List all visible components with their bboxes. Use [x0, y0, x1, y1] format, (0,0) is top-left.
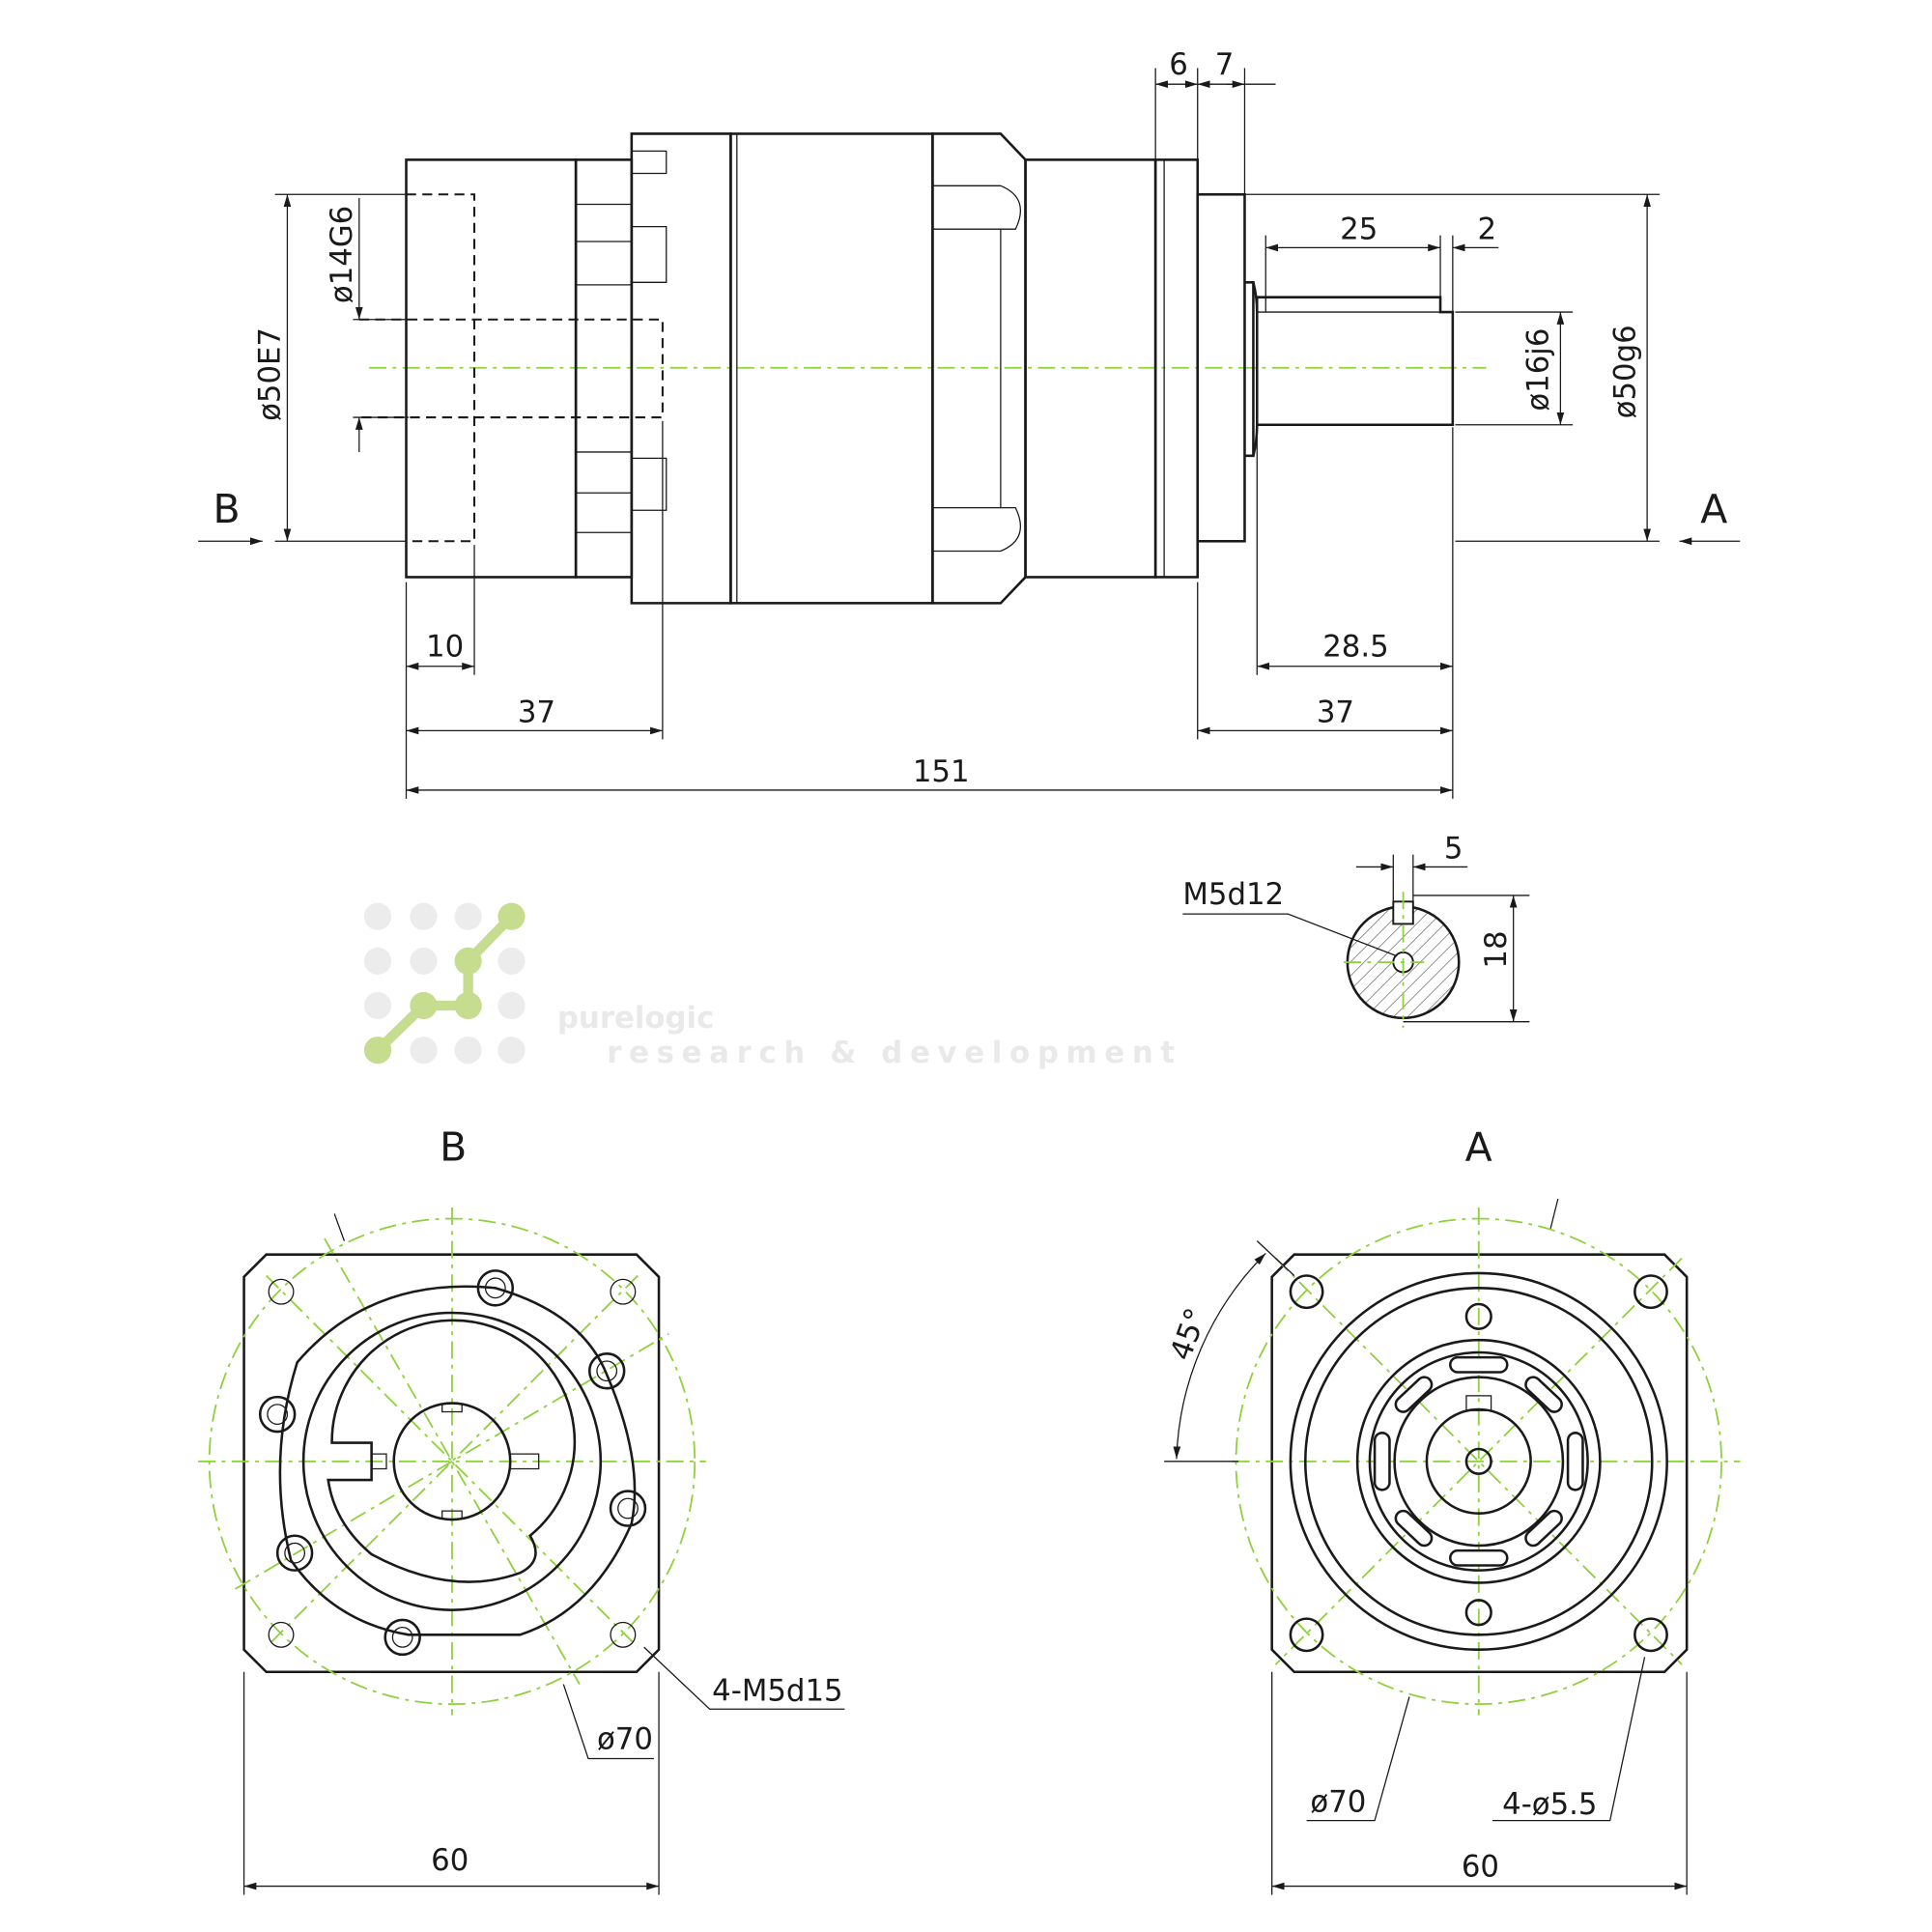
watermark-logo: purelogic research & development [363, 902, 1182, 1070]
dim-shaft: ø16j6 [1521, 328, 1556, 412]
dim-pilot-out: ø50g6 [1607, 325, 1642, 418]
dim-28-5: 28.5 [1322, 629, 1388, 664]
dim-pilot-in: ø50E7 [253, 327, 288, 421]
view-a-width: 60 [1462, 1849, 1499, 1884]
watermark-tagline: research & development [607, 1036, 1182, 1070]
bolt-holes [258, 1269, 647, 1657]
view-a-title: A [1465, 1123, 1492, 1170]
dim-37-left: 37 [518, 695, 555, 729]
view-b-width: 60 [431, 1843, 469, 1878]
section-key-width: 5 [1444, 831, 1463, 866]
view-a: A 45° ø70 4-ø5.5 60 [1163, 1123, 1741, 1895]
section-height: 18 [1479, 930, 1514, 968]
dim-7: 7 [1215, 47, 1235, 82]
view-b-thread-holes: 4-M5d15 [712, 1673, 842, 1708]
shaft-section: 5 M5d12 18 [1182, 831, 1530, 1029]
view-b-bolt-circle: ø70 [597, 1721, 653, 1756]
view-b-title: B [440, 1123, 467, 1170]
view-a-marker: A [1700, 486, 1727, 532]
side-view [358, 132, 1487, 605]
dim-6: 6 [1169, 47, 1188, 82]
view-b: B 4-M5d15 ø70 60 [198, 1123, 845, 1895]
section-thread: M5d12 [1182, 877, 1284, 912]
view-a-holes: 4-ø5.5 [1502, 1787, 1597, 1822]
view-b-marker: B [213, 486, 241, 532]
dim-37-right: 37 [1317, 695, 1354, 729]
dim-25: 25 [1340, 212, 1378, 246]
side-dimensions: 10 37 151 37 28.5 6 7 25 2 ø50E7 ø14G6 ø… [198, 47, 1741, 799]
dim-10: 10 [426, 629, 464, 664]
watermark-brand: purelogic [557, 1001, 714, 1036]
dim-bore-in: ø14G6 [325, 206, 359, 303]
view-a-bolt-circle: ø70 [1310, 1785, 1366, 1820]
dim-151: 151 [913, 754, 970, 789]
dim-2: 2 [1477, 212, 1496, 246]
view-a-angle: 45° [1163, 1303, 1213, 1365]
